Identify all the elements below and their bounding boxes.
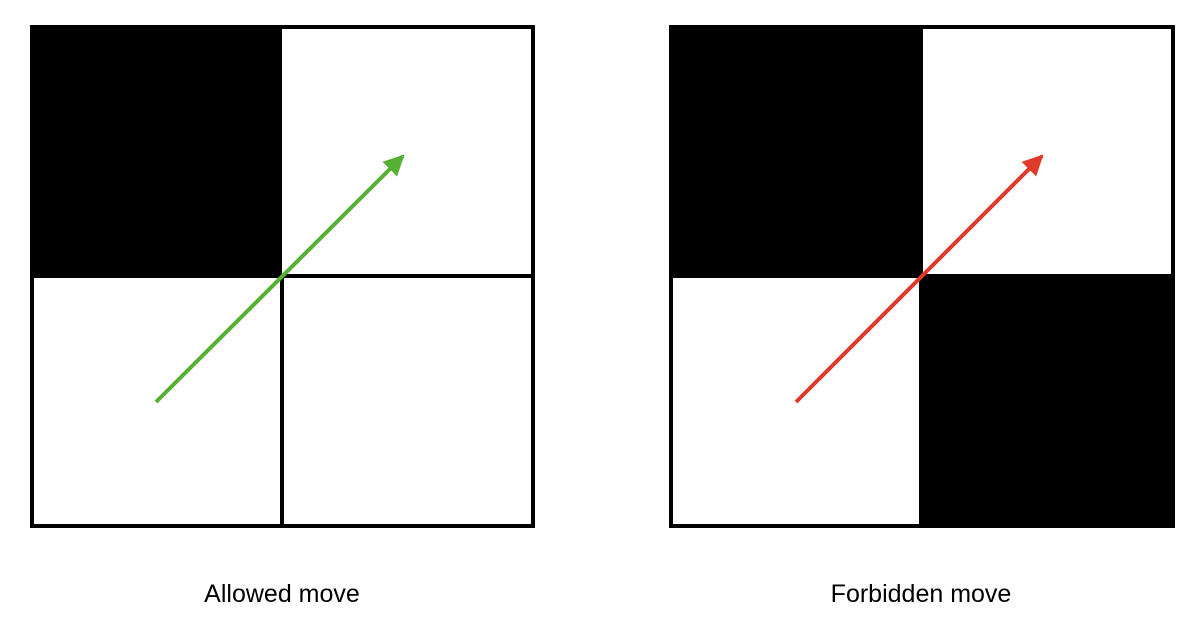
caption-forbidden-move: Forbidden move <box>830 580 1012 608</box>
arrow-allowed <box>154 154 405 404</box>
arrow-forbidden <box>794 154 1044 404</box>
cell-allowed-top-left <box>32 27 282 276</box>
allowed-panel <box>30 25 535 528</box>
forbidden-panel <box>669 25 1175 528</box>
cell-allowed-bottom-right <box>282 276 533 526</box>
caption-allowed-move: Allowed move <box>204 580 360 608</box>
cell-forbidden-bottom-right <box>921 276 1173 526</box>
cell-forbidden-top-left <box>671 27 921 276</box>
